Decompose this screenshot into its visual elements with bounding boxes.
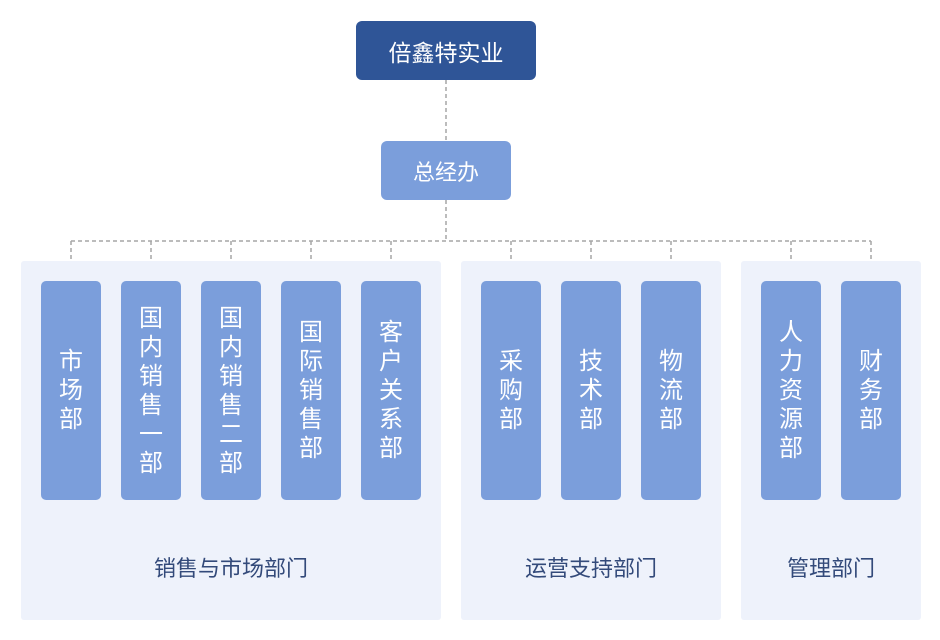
- dept-label: 市场部: [59, 347, 83, 433]
- dept-label: 国际销售部: [299, 318, 323, 462]
- dept-label: 人力资源部: [779, 318, 803, 462]
- general-office-label: 总经办: [412, 160, 479, 186]
- dept-label: 财务部: [859, 347, 883, 433]
- group-label: 销售与市场部门: [153, 557, 308, 582]
- dept-label: 物流部: [659, 347, 683, 433]
- dept-node-customer-relations: 客户关系部: [361, 281, 421, 500]
- dept-label: 技术部: [579, 347, 603, 433]
- dept-node-domestic-sales-2: 国内销售二部: [201, 281, 261, 500]
- group-label: 管理部门: [786, 557, 875, 582]
- dept-node-domestic-sales-1: 国内销售一部: [121, 281, 181, 500]
- group-label: 运营支持部门: [524, 557, 657, 582]
- dept-node-purchasing: 采购部: [481, 281, 541, 500]
- dept-node-logistics: 物流部: [641, 281, 701, 500]
- dept-label: 采购部: [499, 347, 523, 433]
- company-node: 倍鑫特实业: [356, 21, 536, 80]
- dept-label: 国内销售二部: [219, 303, 243, 477]
- dept-node-human-resources: 人力资源部: [761, 281, 821, 500]
- general-office-node: 总经办: [381, 141, 511, 200]
- dept-node-finance: 财务部: [841, 281, 901, 500]
- dept-label: 客户关系部: [379, 318, 403, 462]
- dept-label: 国内销售一部: [139, 303, 163, 477]
- dept-node-international-sales: 国际销售部: [281, 281, 341, 500]
- dept-node-technology: 技术部: [561, 281, 621, 500]
- company-name: 倍鑫特实业: [388, 40, 504, 67]
- dept-node-market: 市场部: [41, 281, 101, 500]
